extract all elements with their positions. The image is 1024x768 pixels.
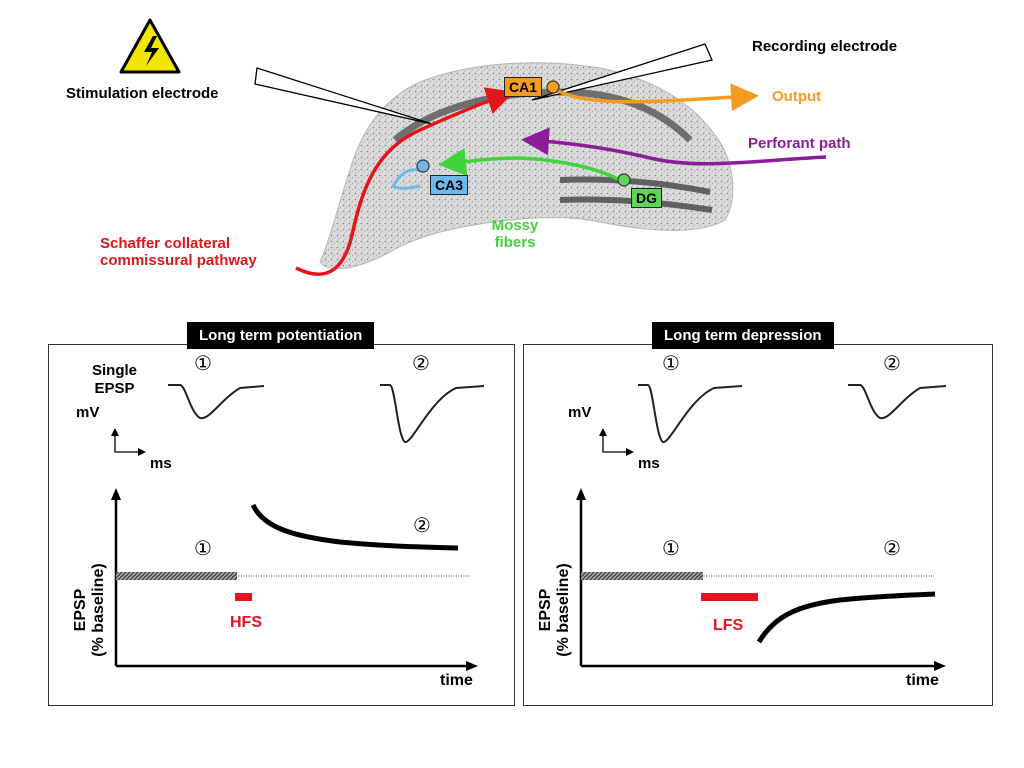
- ltd-lfs-label: LFS: [713, 617, 744, 634]
- ca1-tag: CA1: [504, 77, 543, 97]
- recording-electrode-label: Recording electrode: [752, 38, 898, 55]
- ca3-neuron: [416, 159, 430, 173]
- stimulation-electrode-label: Stimulation electrode: [66, 85, 219, 102]
- ltp-mark-2-plot: ②: [413, 515, 431, 537]
- ltp-mark-1-plot: ①: [194, 538, 212, 560]
- ltp-baseline-bar: [116, 572, 237, 580]
- ltd-baseline-bar: [581, 572, 703, 580]
- ltp-mv-label: mV: [76, 404, 100, 421]
- perforant-path: [521, 127, 827, 166]
- schaffer-collateral-path: [295, 87, 515, 276]
- ltp-mark-2-top: ②: [412, 353, 430, 375]
- dg-tag: DG: [631, 188, 662, 208]
- mossy-fibers-label: Mossy fibers: [491, 217, 539, 251]
- hippocampus-slice: [319, 62, 734, 270]
- output-path: [552, 83, 759, 112]
- ltp-curve: [250, 503, 459, 551]
- recording-electrode: [531, 43, 713, 101]
- ltp-single-epsp-label: Single EPSP: [92, 362, 138, 397]
- ltd-scale-bar: [602, 432, 630, 453]
- mossy-fiber-path: [438, 147, 624, 184]
- dg-neuron: [617, 173, 631, 187]
- ltd-epsp-trace-2: [848, 384, 947, 420]
- ca3-tag: CA3: [430, 175, 469, 195]
- ltp-time-label: time: [440, 672, 473, 689]
- high-voltage-warning-icon: [119, 18, 181, 74]
- ltd-ms-label: ms: [638, 455, 660, 472]
- perforant-path-label: Perforant path: [748, 135, 851, 152]
- ltp-panel: [48, 344, 515, 706]
- ltd-epsp-trace-1: [638, 384, 743, 443]
- ltp-epsp-trace-2: [380, 384, 485, 443]
- ltd-mark-2-top: ②: [883, 353, 901, 375]
- ltp-ms-label: ms: [150, 455, 172, 472]
- ltd-curve: [756, 591, 936, 644]
- ca3-path: [390, 168, 421, 190]
- ltd-mark-1-top: ①: [662, 353, 680, 375]
- ltp-mark-1-top: ①: [194, 353, 212, 375]
- ltd-mark-2-plot: ②: [883, 538, 901, 560]
- ltp-hfs-bar: [235, 593, 252, 601]
- ltp-epsp-trace-1: [168, 384, 265, 420]
- stimulation-electrode: [254, 67, 433, 125]
- output-label: Output: [772, 88, 822, 105]
- ltd-lfs-bar: [701, 593, 758, 601]
- schaffer-collateral-label: Schaffer collateral commissural pathway: [100, 235, 257, 269]
- ltp-scale-bar: [114, 432, 142, 453]
- ltd-mv-label: mV: [568, 404, 592, 421]
- ca1-neuron: [546, 80, 560, 94]
- ltp-hfs-label: HFS: [230, 614, 262, 631]
- ltd-time-label: time: [906, 672, 939, 689]
- ltd-title: Long term depression: [652, 322, 834, 349]
- ltd-mark-1-plot: ①: [662, 538, 680, 560]
- ltp-title: Long term potentiation: [187, 322, 375, 349]
- ltd-panel: [523, 344, 993, 706]
